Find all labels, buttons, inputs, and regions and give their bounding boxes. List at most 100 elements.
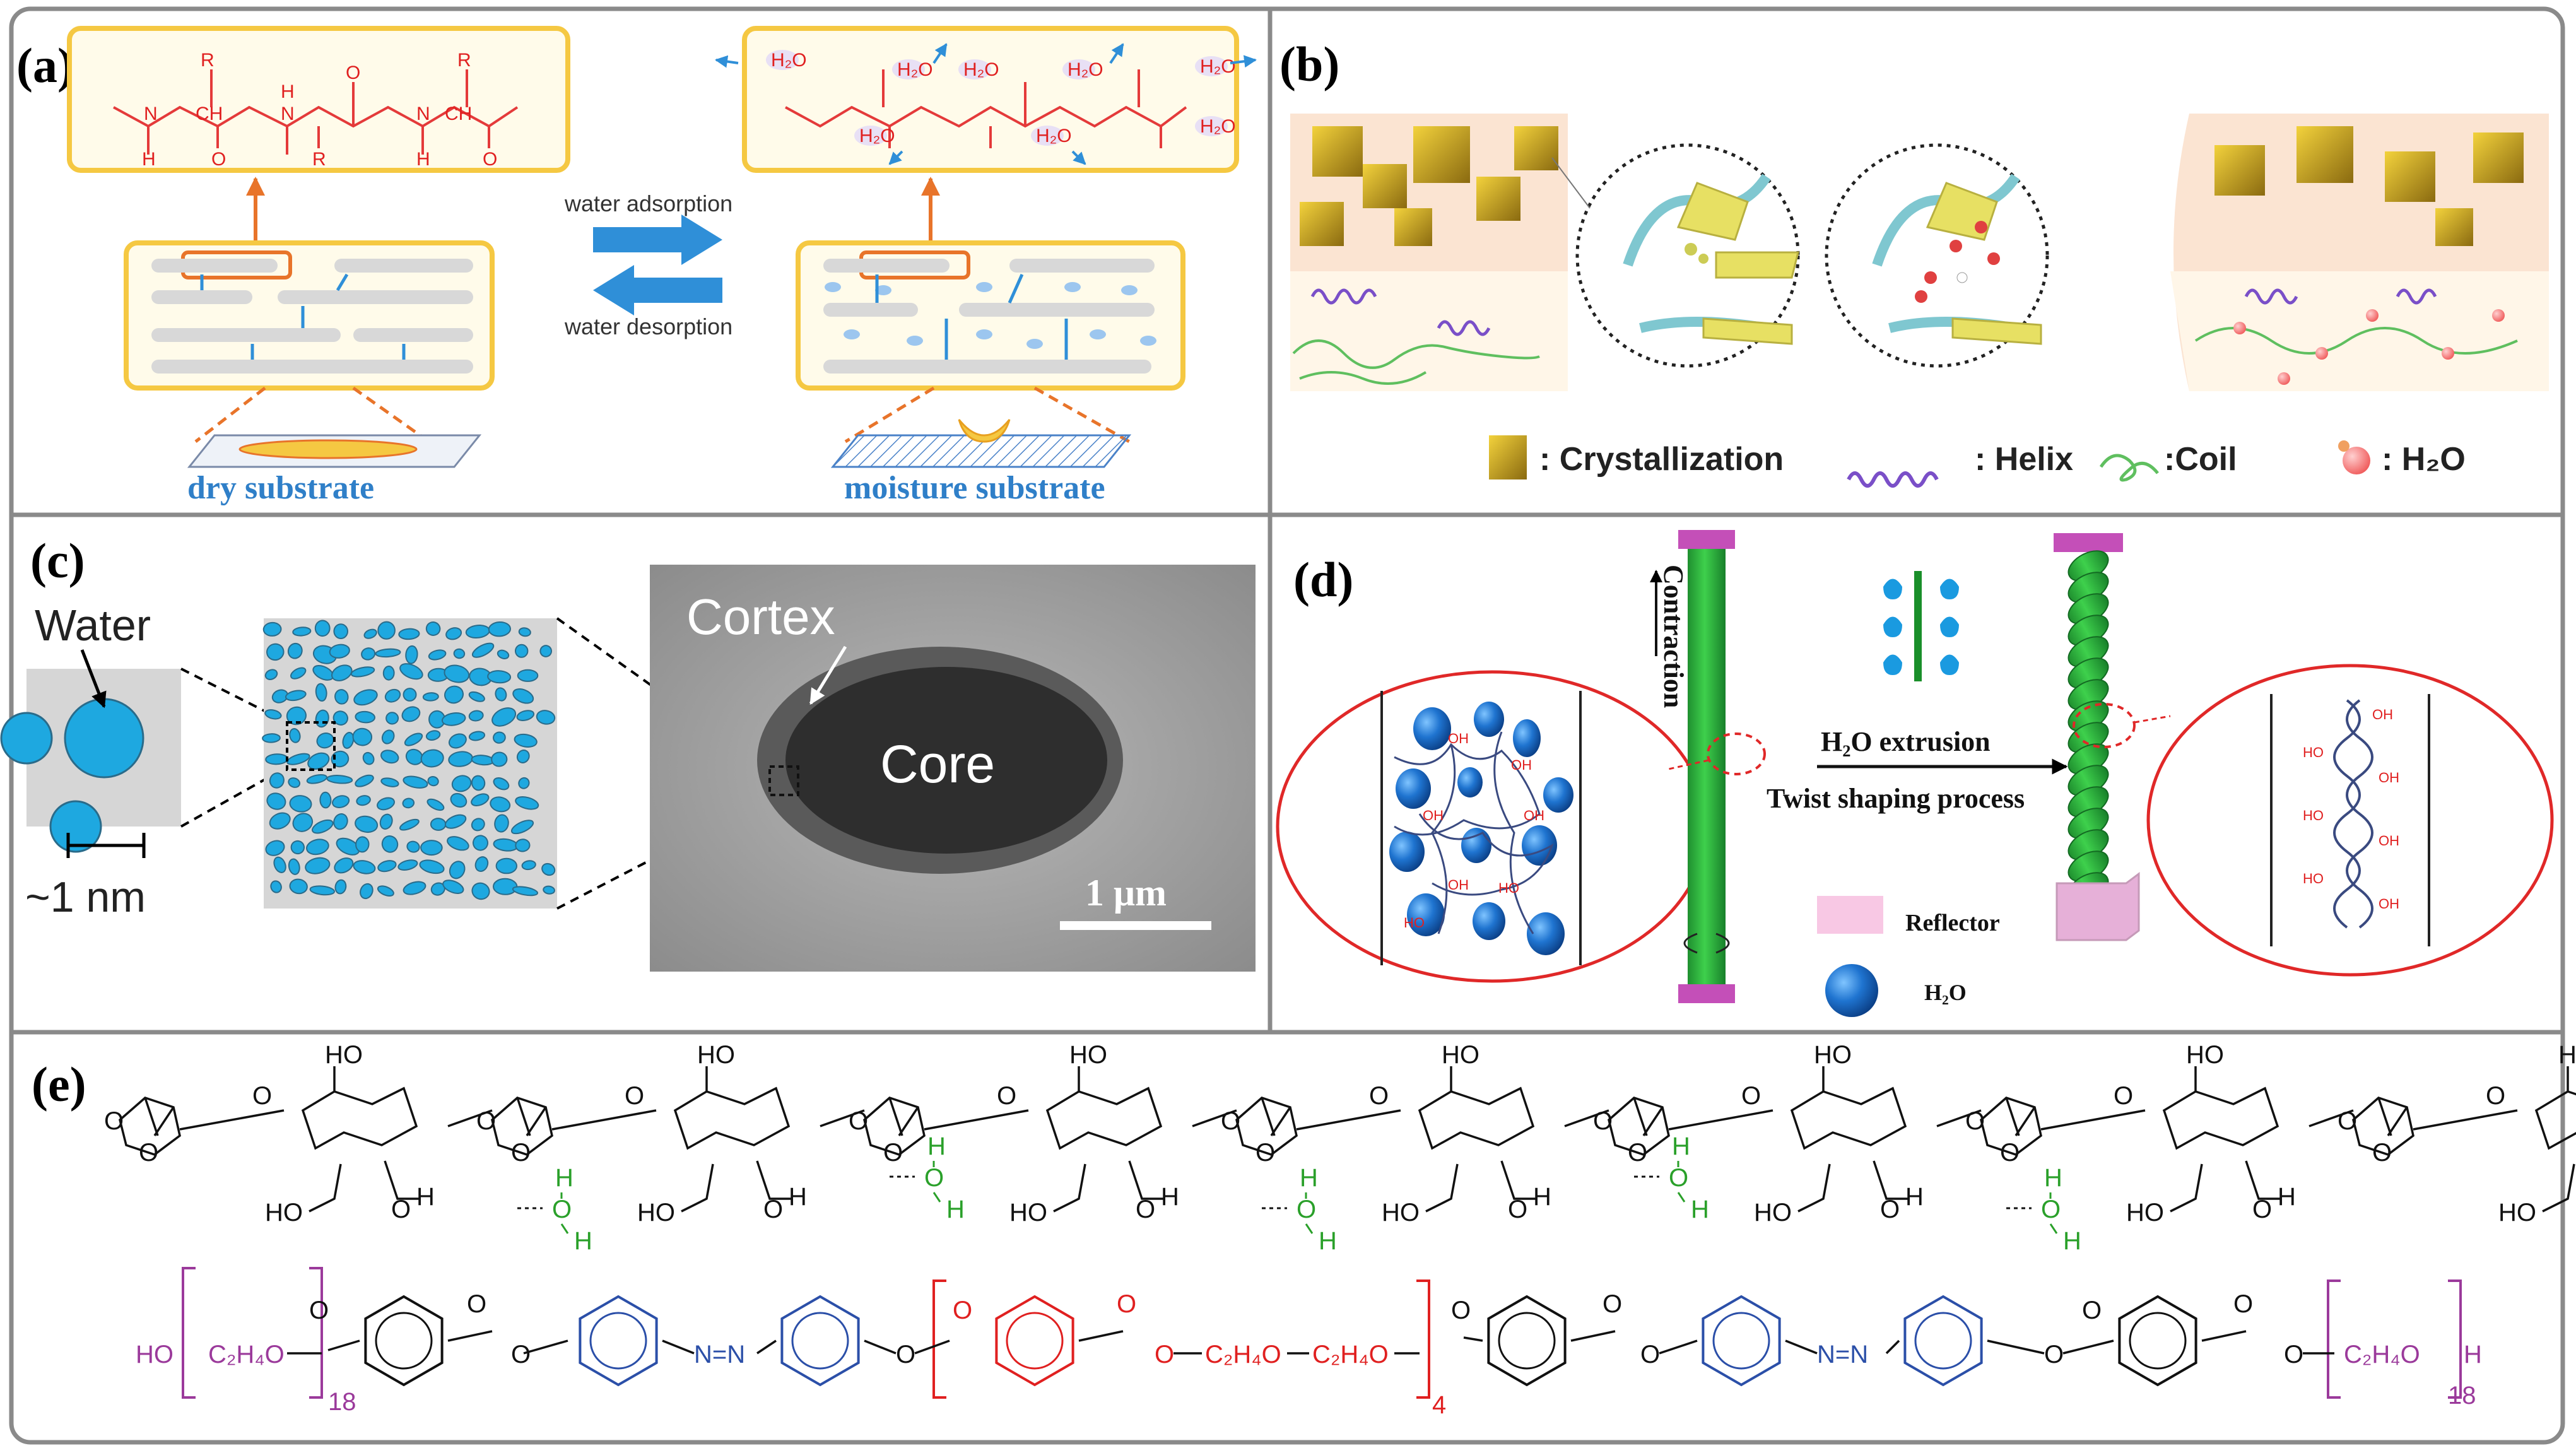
atom-r2: R: [312, 149, 326, 170]
c-pore: [264, 709, 282, 720]
e-benzene-ring: [1487, 1295, 1567, 1387]
c-pore: [265, 840, 285, 856]
e-atom: HO: [1009, 1199, 1047, 1227]
e-substituent: [1797, 1066, 1908, 1213]
c-pore: [312, 819, 334, 834]
e-benzene-ring: [1903, 1295, 1983, 1387]
d-ho: HO: [2303, 871, 2324, 886]
d-water-icon: [1825, 964, 1878, 1017]
e-atom: HO: [1754, 1199, 1792, 1227]
e-bond: [1659, 1339, 1698, 1355]
e-water-atom: H: [1300, 1164, 1318, 1192]
c-pore: [402, 797, 415, 809]
d-twist-cap-top: [2054, 533, 2123, 552]
e-glycosidic-bond: [551, 1109, 865, 1131]
wet-water-molecules: H₂O H₂O H₂O H₂O H₂O H₂O H₂O H₂O: [766, 50, 1236, 146]
e-aromatic-circle: [791, 1312, 849, 1370]
e-water-atom: O: [924, 1164, 944, 1192]
e-bond: [327, 1339, 360, 1351]
d-base-block: [2056, 872, 2140, 941]
e-atom: O: [763, 1196, 783, 1223]
legend-crystallization: : Crystallization: [1539, 441, 1784, 478]
d-extrusion-label: H₂O extrusion: [1821, 726, 1991, 757]
c-pore: [331, 664, 353, 681]
e-n18-right: 18: [2448, 1382, 2476, 1409]
e-galactose-ring: [1045, 1086, 1163, 1150]
dry-hbonds: [200, 273, 406, 360]
c-pore: [444, 664, 470, 683]
d-aligned-chain: [2333, 699, 2361, 929]
c-pore: [306, 774, 327, 784]
c-pore: [333, 623, 349, 639]
c-pore: [430, 818, 447, 831]
e-atom: O: [1880, 1196, 1900, 1223]
e-bond: [2201, 1330, 2247, 1342]
c-pore: [420, 840, 443, 856]
water-label: H₂O: [1036, 126, 1072, 146]
panel-a: (a) N H R CH O H N R O N H R: [16, 26, 1257, 506]
c-pore: [292, 813, 314, 832]
c-pore: [399, 818, 420, 831]
c-pore: [363, 628, 377, 639]
e-atom: O: [476, 1107, 496, 1135]
d-oh: OH: [2379, 896, 2399, 912]
adsorption-arrow: [593, 215, 722, 265]
e-atom: O: [1508, 1196, 1527, 1223]
c-pore: [474, 856, 489, 872]
e-carbonyl-o: O: [2233, 1290, 2253, 1318]
c-pore: [384, 688, 401, 703]
e-aromatic-circle: [1006, 1312, 1064, 1370]
e-bracket-right-open: [2327, 1279, 2341, 1399]
c-pore: [379, 813, 393, 830]
e-polymer-chain: HO C₂H₄O 18 O O O N=N O O O O C₂H₄O C₂H₄…: [136, 1267, 2482, 1419]
cortex-label: Cortex: [686, 589, 835, 645]
c-pore: [444, 814, 467, 829]
e-polymer-bonds: [287, 1330, 2334, 1355]
c-pore: [314, 620, 331, 637]
water-label: H₂O: [859, 126, 895, 146]
c-dash-1: [180, 668, 294, 727]
c-pore: [269, 812, 291, 830]
c-pore: [471, 793, 490, 806]
e-carbonyl-o: O: [309, 1297, 329, 1324]
atom-h: H: [416, 149, 430, 170]
c-pore: [286, 753, 310, 765]
e-bridge: [1633, 1097, 1664, 1136]
desorption-arrow: [593, 265, 722, 315]
d-reflector-label: Reflector: [1905, 910, 2000, 936]
c-pore: [471, 882, 490, 900]
c-pore: [289, 878, 308, 895]
e-bridge: [2005, 1097, 2036, 1136]
b-right-water: [2233, 309, 2505, 385]
water-label: H₂O: [771, 50, 807, 71]
e-atom: HO: [325, 1041, 363, 1069]
atom-ch: CH: [196, 103, 223, 124]
c-pore: [444, 685, 464, 704]
e-water-atom: H: [2044, 1164, 2062, 1192]
c-pore: [380, 750, 399, 764]
e-aromatic-circle: [1712, 1312, 1770, 1370]
c-pore: [514, 733, 538, 748]
c-water-pointer: [80, 649, 107, 709]
wet-water-dots: [825, 282, 1156, 349]
c-pore: [377, 860, 397, 873]
e-atom: O: [511, 1139, 531, 1167]
e-water-atom: H: [555, 1164, 573, 1192]
c-pore: [487, 670, 512, 684]
c-pore: [491, 751, 508, 767]
e-atom: O: [2338, 1107, 2357, 1135]
c-pore: [269, 772, 285, 789]
c-pore: [471, 818, 485, 832]
c-pores: [262, 620, 556, 900]
e-glycosidic-bond: [2413, 1109, 2518, 1131]
c-pore: [428, 649, 447, 661]
c-pore: [521, 860, 536, 871]
e-bond: [1463, 1336, 1483, 1342]
d-right-circle: [2146, 664, 2554, 977]
c-pore: [397, 859, 418, 871]
c-pore: [334, 879, 347, 895]
c-pore: [290, 667, 307, 679]
e-substituent: [1053, 1066, 1164, 1213]
c-pore: [445, 627, 462, 640]
e-benzene-ring: [995, 1295, 1074, 1387]
